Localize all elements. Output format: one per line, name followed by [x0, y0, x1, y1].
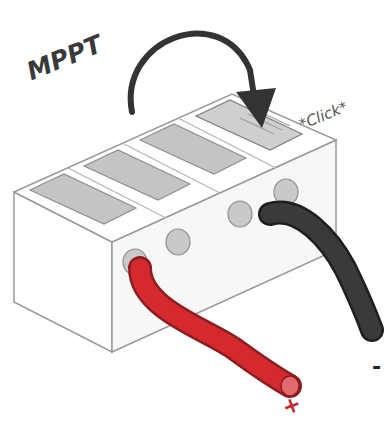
- arrow-head: [236, 88, 276, 128]
- red-wire-edge: [140, 268, 290, 386]
- label-text: -: [372, 356, 381, 378]
- label-text: +: [279, 392, 304, 419]
- curved-arrow: [131, 34, 254, 112]
- label-text: MPPT: [23, 31, 105, 84]
- black-wire: [270, 213, 372, 330]
- label-text: *Click*: [297, 100, 350, 133]
- lever-closed: [30, 124, 246, 224]
- red-wire: [140, 268, 290, 386]
- black-wire-edge: [270, 213, 372, 330]
